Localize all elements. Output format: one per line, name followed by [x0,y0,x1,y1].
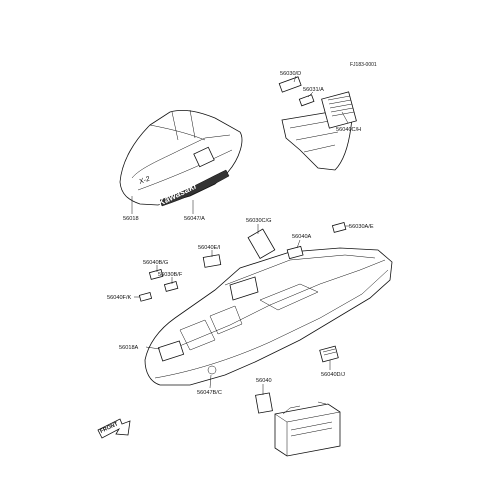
label-56030AE: 56030A/E [349,224,374,230]
label-56040: 56040 [256,378,272,384]
decal-56040BG [148,269,164,280]
decal-56030CG [247,228,276,259]
label-56040FK: 56040F/K [107,295,132,301]
hull-part [144,247,393,386]
label-56030D: 56030/D [280,71,301,77]
label-56018A: 56018A [119,345,139,351]
decal-56040 [255,392,273,414]
front-direction-arrow: FRONT [97,418,131,439]
label-56040A: 56040A [292,234,312,240]
decal-56040FK [138,292,153,302]
label-56030BF: 56030B/F [158,272,183,278]
decal-56031A [298,94,315,107]
decal-56040A [286,245,304,260]
label-56030CG: 56030C/G [246,218,272,224]
label-56047A: 56047/A [184,216,205,222]
decal-56040EI [202,254,222,268]
decal-56030D [278,76,302,93]
decal-56030AE [331,222,347,233]
diagram-code: FJ183-0001 [350,62,377,68]
label-56040EI: 56040E/I [198,245,221,251]
label-56040CH: 56040C/H [336,127,361,133]
label-56031A: 56031/A [303,87,324,93]
label-56047BC: 56047B/C [197,390,222,396]
hood-model-text: X-2 [137,176,151,187]
battery-part [274,401,341,457]
hood-part: Kawasaki X-2 [119,109,243,208]
decal-56030BF [163,281,179,292]
label-56040BG: 56040B/G [143,260,168,266]
rear-cowl-part [281,91,357,171]
label-56040DJ: 56040D/J [321,372,345,378]
label-56018: 56018 [123,216,139,222]
